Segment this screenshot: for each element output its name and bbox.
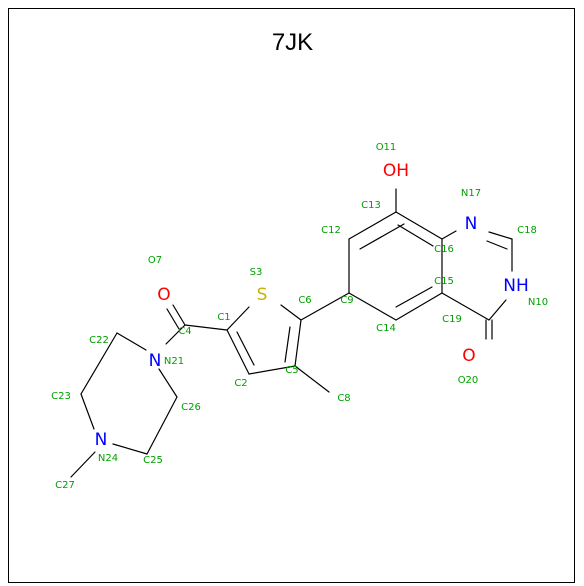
bond-n24-c25 (112, 443, 148, 455)
bond-c5-c8 (294, 365, 330, 393)
atom-s3-symbol: S (257, 285, 268, 305)
bond-c5-c2 (248, 365, 296, 375)
atom-n17-symbol: N (465, 214, 478, 234)
bond-c16-c13 (395, 211, 443, 240)
label-n24: N24 (98, 453, 118, 464)
label-n21: N21 (164, 356, 184, 367)
label-c18: C18 (517, 225, 537, 236)
label-c8: C8 (337, 393, 350, 404)
label-o7: O7 (148, 255, 162, 266)
label-c2: C2 (234, 378, 247, 389)
label-n17: N17 (461, 188, 481, 199)
label-c12: C12 (321, 225, 341, 236)
atom-n10-symbol: NH (503, 276, 529, 296)
molecule-diagram: OH N NH O S O N N O11 C13 N17 C18 C12 C1… (51, 142, 548, 491)
bond-c6-c5 (294, 319, 302, 367)
label-c5: C5 (285, 365, 298, 376)
bond-n21-c22 (116, 332, 147, 351)
label-c9: C9 (340, 295, 353, 306)
bond-c4-n21 (165, 324, 186, 345)
label-c15: C15 (434, 276, 454, 287)
atom-n21-symbol: N (149, 351, 162, 371)
diagram-title: 7JK (271, 29, 314, 56)
label-s3: S3 (250, 267, 263, 278)
bond-c13-c12-inner (359, 223, 405, 250)
bond-c16-n17 (441, 230, 457, 240)
label-c22: C22 (89, 335, 109, 346)
bond-c2-c1-inner (236, 331, 255, 366)
label-c6: C6 (298, 295, 311, 306)
bond-c1-s3 (226, 306, 250, 331)
label-n10: N10 (528, 297, 548, 308)
bond-n17-c18-double (486, 240, 508, 250)
bond-c2-c1 (226, 329, 250, 375)
bond-n17-c18 (488, 231, 513, 240)
bond-c26-n21 (158, 368, 178, 398)
label-c23: C23 (51, 391, 71, 402)
bond-n24-c27 (70, 451, 96, 478)
atom-n24-symbol: N (95, 430, 108, 450)
bond-c9-c14 (348, 292, 397, 321)
label-c25: C25 (143, 455, 163, 466)
bond-c4-o7-a (172, 304, 186, 326)
bond-c14-c15 (395, 292, 443, 321)
label-o20: O20 (458, 375, 479, 386)
label-c1: C1 (217, 312, 230, 323)
bond-c25-c26 (146, 396, 178, 455)
bond-c14-c15-inner (395, 286, 433, 308)
label-c4: C4 (178, 326, 191, 337)
bond-c4-o7-b (166, 308, 180, 330)
bond-c19-c15 (441, 292, 490, 321)
atom-o11-symbol: OH (383, 161, 409, 181)
label-c16: C16 (434, 244, 454, 255)
atom-o7-symbol: O (157, 285, 170, 305)
label-c27: C27 (55, 480, 75, 491)
bond-c23-n24 (80, 393, 95, 430)
bond-n10-c19 (488, 299, 507, 321)
bond-c6-s3 (280, 304, 302, 321)
bond-c9-c6 (300, 292, 350, 321)
bond-c6-c5-inner (284, 326, 291, 363)
bond-c1-c4 (184, 324, 228, 331)
label-c14: C14 (376, 323, 396, 334)
label-c26: C26 (181, 402, 201, 413)
label-o11: O11 (376, 142, 397, 153)
label-c13: C13 (361, 200, 381, 211)
bond-c22-c23 (80, 332, 118, 395)
label-c19: C19 (442, 314, 462, 325)
bond-c13-c12 (348, 211, 397, 240)
diagram-frame: 7JK (8, 8, 575, 583)
atom-o20-symbol: O (462, 346, 475, 366)
bond-c16-c13-inner (397, 224, 434, 247)
